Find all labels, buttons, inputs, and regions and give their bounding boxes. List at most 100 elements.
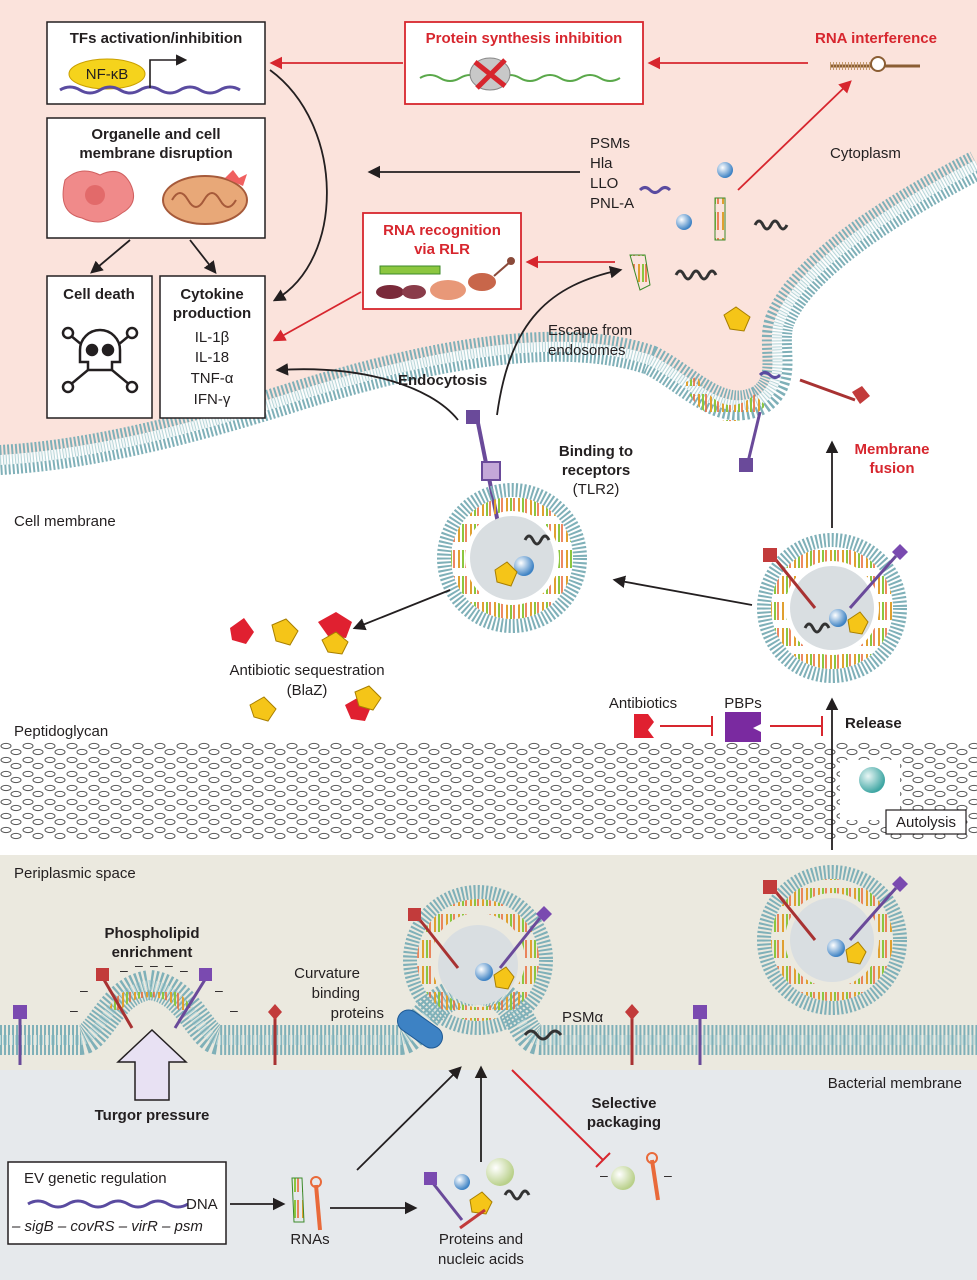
svg-text:nucleic acids: nucleic acids [438,1251,524,1268]
svg-text:–: – [180,962,188,978]
toxin-label: PNL-A [590,195,634,212]
svg-text:binding: binding [312,985,360,1002]
svg-text:–: – [80,982,88,998]
svg-text:–: – [120,962,128,978]
vesicle-binding [437,483,587,633]
antibiotics-label: Antibiotics [609,695,677,712]
tfs-activation-box: TFs activation/inhibition NF-κB [46,21,266,105]
blaz-icon [723,306,751,332]
svg-text:fusion: fusion [870,460,915,477]
rna-interference-label: RNA interference [815,30,937,47]
inhibit-antibiotics-pbps [660,716,713,736]
cytokine-item: IL-18 [195,349,229,366]
svg-text:Proteins and: Proteins and [439,1231,523,1248]
budding-vesicle [397,885,563,1049]
antibiotic-icon [634,714,654,738]
svg-text:(TLR2): (TLR2) [573,481,620,498]
nfkb-label: NF-κB [86,66,129,83]
arrow-to-binding [612,575,753,606]
cytokine-item: TNF-α [191,370,234,387]
excluded-cargo: – – [600,1152,672,1201]
skull-icon [61,326,139,394]
pbp-icon [725,712,761,742]
svg-text:endosomes: endosomes [548,342,626,359]
svg-text:Protein synthesis inhibition: Protein synthesis inhibition [426,30,623,47]
proteins-nucleic-acids-icon [424,1158,531,1230]
sirna-icon [830,56,920,72]
arrow-escape-endosomes [496,265,623,416]
gene-list: – sigB – covRS – virR – psm [11,1218,203,1235]
organelle-disruption-box: Organelle and cell membrane disruption [46,117,266,239]
svg-text:Cytokine: Cytokine [180,286,243,303]
svg-text:–: – [600,1167,608,1183]
svg-text:–: – [150,957,158,973]
arrow-endocytosis [275,363,459,421]
release-label: Release [845,715,902,732]
arrow-organelle-to-cytokine [189,239,217,274]
bacterial-membrane-label: Bacterial membrane [828,1075,962,1092]
protein-synthesis-box: Protein synthesis inhibition [404,21,644,105]
cytokine-item: IFN-γ [194,391,231,408]
svg-text:(BlaZ): (BlaZ) [287,682,328,699]
svg-text:RNA recognition: RNA recognition [383,222,501,239]
svg-text:–: – [135,957,143,973]
cytokine-production-box: Cytokine production IL-1β IL-18 TNF-α IF… [159,275,266,419]
arrow-to-sequestration [352,589,451,631]
svg-text:–: – [70,1002,78,1018]
svg-text:Membrane: Membrane [854,441,929,458]
inhibit-selective-packaging [511,1069,611,1168]
svg-text:proteins: proteins [331,1005,384,1022]
svg-text:–: – [230,1002,238,1018]
toxin-label: PSMs [590,135,630,152]
negative-charges: ––––– –––– [70,957,238,1018]
svg-text:via RLR: via RLR [414,241,470,258]
svg-text:production: production [173,305,251,322]
periplasmic-space-label: Periplasmic space [14,865,136,882]
arrow-rnas-to-vesicle [356,1066,462,1171]
turgor-pressure-arrow [116,1028,188,1101]
dna-label: DNA [186,1196,218,1213]
svg-text:Curvature: Curvature [294,965,360,982]
svg-text:receptors: receptors [562,462,630,479]
svg-text:packaging: packaging [587,1114,661,1131]
vesicle-released [757,533,908,683]
endocytosis-label: Endocytosis [398,372,487,389]
svg-text:Antibiotic sequestration: Antibiotic sequestration [229,662,384,679]
svg-text:enrichment: enrichment [112,944,193,961]
svg-text:Organelle and cell: Organelle and cell [91,126,220,143]
autolysis-label: Autolysis [896,814,956,831]
svg-text:Cell death: Cell death [63,286,135,303]
arrow-to-rnai [737,80,852,191]
turgor-pressure-label: Turgor pressure [95,1107,210,1124]
svg-text:EV genetic regulation: EV genetic regulation [24,1170,167,1187]
antibiotic-sequestration-icons [230,612,382,722]
arrow-organelle-to-death [90,239,131,274]
peptidoglycan-label: Peptidoglycan [14,723,108,740]
cytoplasm-cargo [629,162,789,379]
fused-vesicle-layer [682,376,766,421]
arrow-rlr-to-cytokine [272,291,362,342]
rlr-recognition-box: RNA recognition via RLR [362,212,522,310]
rnas-label: RNAs [290,1231,329,1248]
toxin-label: LLO [590,175,618,192]
psm-alpha-label: PSMα [562,1009,604,1026]
svg-text:–: – [664,1167,672,1183]
svg-text:Phospholipid: Phospholipid [105,925,200,942]
svg-text:–: – [165,957,173,973]
pbps-label: PBPs [724,695,762,712]
toxin-label: Hla [590,155,613,172]
autolysin-icon [859,767,885,793]
tfs-title: TFs activation/inhibition [70,30,243,47]
peptidoglycan-layer [0,742,977,840]
ev-regulation-box: EV genetic regulation DNA – sigB – covRS… [7,1161,227,1245]
rnas-icon [291,1176,322,1231]
svg-text:Escape from: Escape from [548,322,632,339]
bacterial-membrane-proteins [13,968,707,1065]
cell-membrane-label: Cell membrane [14,513,116,530]
arrow-tfs-to-cytokine [269,69,328,302]
cytokine-item: IL-1β [195,329,230,346]
svg-text:membrane disruption: membrane disruption [79,145,232,162]
vesicle-periplasm [757,865,908,1015]
